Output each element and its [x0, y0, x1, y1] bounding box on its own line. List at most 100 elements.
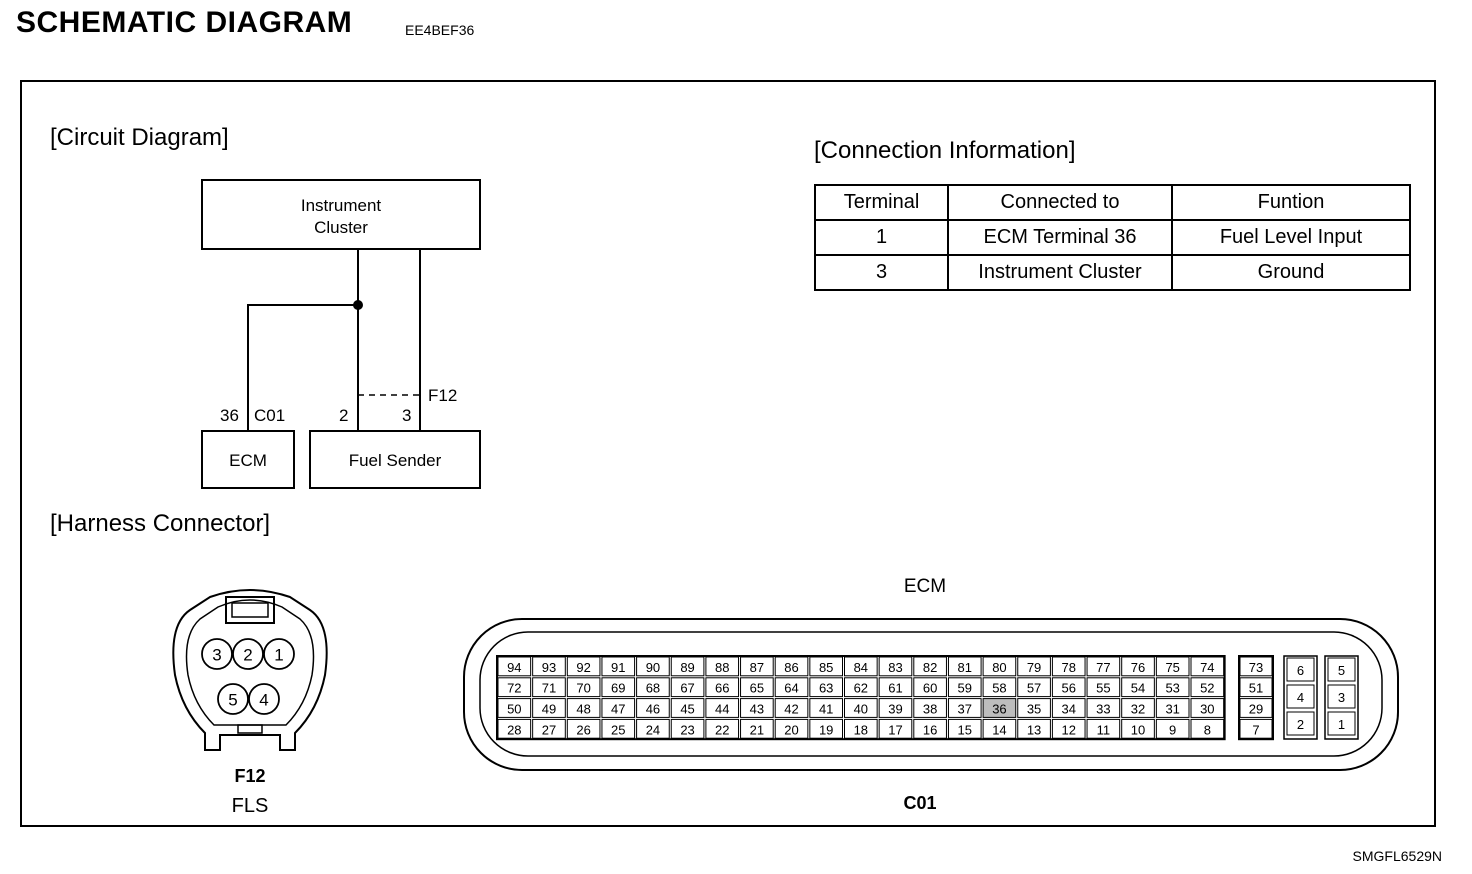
document-code: EE4BEF36: [405, 22, 475, 38]
ecm-pin-number: 75: [1165, 660, 1179, 675]
sender-pin-3: 3: [402, 406, 412, 425]
ecm-pin: [809, 656, 843, 677]
ecm-pin-number: 37: [958, 702, 972, 717]
ecm-pin-number: 70: [576, 681, 590, 696]
ecm-pin-number: 35: [1027, 702, 1041, 717]
ecm-pin-number: 22: [715, 722, 729, 737]
ecm-pin-number: 19: [819, 722, 833, 737]
table-row: 1 ECM Terminal 36 Fuel Level Input: [814, 219, 1411, 256]
ecm-pin-number: 72: [507, 681, 521, 696]
fuel-sender-box: [309, 430, 481, 489]
ecm-pin-number: 60: [923, 681, 937, 696]
ecm-pin: [913, 698, 947, 718]
ecm-pin: [1155, 656, 1190, 677]
ecm-pin-number: 7: [1252, 722, 1259, 737]
ecm-pin: [636, 718, 670, 739]
ecm-pin-number: 87: [750, 660, 764, 675]
ecm-pin: [982, 656, 1017, 677]
ecm-pin: [636, 698, 670, 718]
ecm-pin-number: 89: [680, 660, 694, 675]
ecm-pin: [1190, 656, 1225, 677]
ecm-pin: [844, 698, 878, 718]
page-title: SCHEMATIC DIAGRAM: [16, 6, 353, 39]
instrument-cluster-label-2: Cluster: [314, 218, 368, 237]
ecm-pin: [705, 656, 740, 677]
fuel-sender-label: Fuel Sender: [348, 451, 442, 470]
ecm-pin-number: 94: [507, 660, 521, 675]
ecm-pin: [947, 677, 982, 698]
ecm-pin: [670, 656, 705, 677]
ecm-pin: [878, 718, 913, 739]
ecm-pin: [1155, 718, 1190, 739]
ecm-pin: [982, 718, 1017, 739]
f12-pin: [201, 638, 233, 670]
ecm-pin: [809, 677, 843, 698]
ecm-pin: [982, 677, 1017, 698]
ecm-pin: [1017, 698, 1051, 718]
ecm-pin-number: 34: [1061, 702, 1075, 717]
ecm-pin-number: 31: [1165, 702, 1179, 717]
ecm-pin: [740, 698, 774, 718]
ecm-pin-number: 20: [784, 722, 798, 737]
ecm-pin: [670, 677, 705, 698]
ecm-aux-block-a: [1283, 655, 1318, 740]
ecm-pin-number: 80: [992, 660, 1006, 675]
ecm-pin: [1190, 718, 1225, 739]
instrument-cluster-box: [201, 179, 481, 250]
ecm-pin: [878, 677, 913, 698]
ecm-pin-number: 73: [1249, 660, 1263, 675]
ecm-pin: [1155, 698, 1190, 718]
ecm-aux-block-b: [1324, 655, 1359, 740]
ecm-pin-number: 23: [680, 722, 694, 737]
ecm-connector-id: C01: [254, 406, 286, 425]
ecm-pin: [878, 698, 913, 718]
ecm-pin-number: 10: [1131, 722, 1145, 737]
connection-table: Terminal Connected to Funtion 1 ECM Term…: [814, 184, 1411, 291]
ecm-pin: [740, 677, 774, 698]
ecm-pin-number: 25: [611, 722, 625, 737]
ecm-pin-number: 14: [992, 722, 1006, 737]
ecm-pin-number: 17: [888, 722, 902, 737]
ecm-pin: [1239, 656, 1273, 677]
ecm-pin-number: 69: [611, 681, 625, 696]
ecm-pin: [1121, 656, 1155, 677]
ecm-pin-number: 64: [784, 681, 798, 696]
ecm-pin-number: 6: [1297, 663, 1304, 678]
ecm-pin: [913, 656, 947, 677]
ecm-pin: [1190, 677, 1225, 698]
ecm-pin-number: 51: [1249, 681, 1263, 696]
ecm-pin: [636, 656, 670, 677]
ecm-pin-number: 29: [1249, 702, 1263, 717]
ecm-pin-number: 50: [507, 702, 521, 717]
ecm-pin-number: 30: [1200, 702, 1214, 717]
ecm-pin: [1121, 698, 1155, 718]
ecm-pin-number: 39: [888, 702, 902, 717]
ecm-pin: [1286, 711, 1315, 736]
ecm-pin-number: 27: [542, 722, 556, 737]
ecm-pin: [774, 698, 809, 718]
harness-connector-title: [Harness Connector]: [50, 510, 271, 537]
ecm-pin-number: 52: [1200, 681, 1214, 696]
table-cell: Fuel Level Input: [1171, 219, 1411, 256]
f12-pin-number: 1: [274, 646, 283, 665]
ecm-pin-number: 36: [220, 406, 239, 425]
ecm-pin-number: 93: [542, 660, 556, 675]
ecm-pin: [601, 656, 636, 677]
ecm-pin: [1155, 677, 1190, 698]
ecm-pin-number: 58: [992, 681, 1006, 696]
ecm-pin-number: 4: [1297, 690, 1304, 705]
ecm-pin-number: 81: [958, 660, 972, 675]
table-row: 3 Instrument Cluster Ground: [814, 254, 1411, 291]
ecm-pin: [740, 656, 774, 677]
table-cell: ECM Terminal 36: [947, 219, 1173, 256]
ecm-pin-number: 41: [819, 702, 833, 717]
ecm-pin-number: 28: [507, 722, 521, 737]
ecm-pin: [947, 718, 982, 739]
ecm-pin: [636, 677, 670, 698]
ecm-pin-number: 53: [1165, 681, 1179, 696]
ecm-pin-number: 56: [1061, 681, 1075, 696]
ecm-pin: [497, 656, 532, 677]
ecm-pin: [601, 698, 636, 718]
ecm-pin-number: 18: [854, 722, 868, 737]
